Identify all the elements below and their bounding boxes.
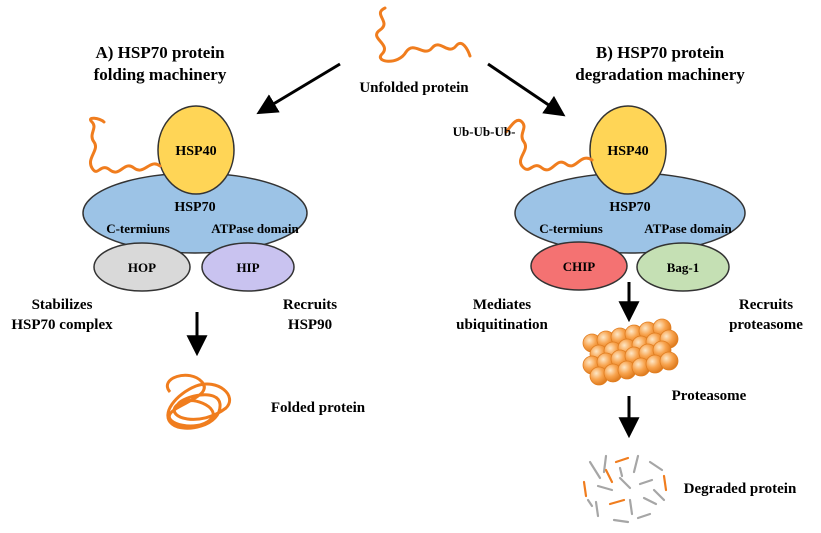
c-terminus-label: C-termiuns <box>106 221 170 236</box>
hsp70-label: HSP70 <box>174 200 215 215</box>
ubiquitinated-protein-strand <box>504 118 594 172</box>
peptide-fragment <box>628 498 634 516</box>
peptide-fragment <box>594 500 600 518</box>
hsp40-chaperone <box>589 105 667 195</box>
chip-cochaperone <box>530 241 628 291</box>
proteasome-label: Proteasome <box>672 388 747 404</box>
bag1-label: Bag-1 <box>667 260 700 275</box>
panel-b-left-note-2: ubiquitination <box>456 317 548 333</box>
panel-a-subtitle: folding machinery <box>94 65 227 84</box>
peptide-fragment <box>582 480 588 498</box>
peptide-fragment <box>632 454 640 474</box>
proteasome-subunit <box>659 351 679 371</box>
panel-b-left-note: Mediates <box>473 297 531 313</box>
chip-label: CHIP <box>563 259 596 274</box>
degraded-fragments <box>582 454 668 524</box>
peptide-fragment <box>662 474 668 492</box>
folded-protein <box>166 373 232 430</box>
degradation-complex: Ub-Ub-Ub- HSP40 HSP70 C-termiuns ATPase … <box>453 105 746 292</box>
unfolded-protein-strand <box>375 6 472 63</box>
proteasome-icon <box>582 318 679 386</box>
panel-a-title: A) HSP70 protein <box>95 43 225 62</box>
hsp40-label: HSP40 <box>175 144 216 159</box>
peptide-fragment <box>588 460 602 480</box>
hsp40-label: HSP40 <box>607 144 648 159</box>
ubiquitin-chain-label: Ub-Ub-Ub- <box>453 124 516 139</box>
peptide-fragment <box>604 468 614 484</box>
unfolded-protein-label: Unfolded protein <box>359 80 469 96</box>
peptide-fragment <box>608 498 626 506</box>
peptide-fragment <box>652 488 666 502</box>
peptide-fragment <box>642 496 658 506</box>
atpase-domain-label: ATPase domain <box>644 221 732 236</box>
hip-label: HIP <box>236 260 259 275</box>
peptide-fragment <box>586 498 594 508</box>
hsp40-chaperone <box>157 105 235 195</box>
hip-cochaperone <box>201 242 295 292</box>
bag1-cochaperone <box>636 242 730 292</box>
peptide-fragment <box>618 466 624 478</box>
arrow-to-folding <box>256 62 341 115</box>
hop-label: HOP <box>128 260 156 275</box>
hsp70-label: HSP70 <box>609 200 650 215</box>
panel-a-left-note: Stabilizes <box>32 297 93 313</box>
panel-a-left-note-2: HSP70 complex <box>11 317 113 333</box>
folding-complex: HSP40 HSP70 C-termiuns ATPase domain HOP… <box>82 105 308 292</box>
peptide-fragment <box>618 476 632 490</box>
peptide-fragment <box>614 456 630 464</box>
bound-protein-strand <box>89 116 162 174</box>
peptide-fragment <box>596 484 614 492</box>
panel-b-title: B) HSP70 protein <box>596 43 725 62</box>
degraded-protein-label: Degraded protein <box>684 481 797 497</box>
peptide-fragment <box>636 512 652 520</box>
peptide-fragment <box>648 460 664 472</box>
hop-cochaperone <box>93 242 191 292</box>
panel-a-right-note-2: HSP90 <box>288 317 332 333</box>
c-terminus-label: C-termiuns <box>539 221 603 236</box>
folded-protein-label: Folded protein <box>271 400 366 416</box>
peptide-fragment <box>638 478 654 486</box>
peptide-fragment <box>612 518 630 524</box>
peptide-fragment <box>602 454 608 474</box>
panel-b-subtitle: degradation machinery <box>575 65 745 84</box>
panel-a-right-note: Recruits <box>283 297 337 313</box>
atpase-domain-label: ATPase domain <box>211 221 299 236</box>
arrow-to-degradation <box>487 62 566 117</box>
panel-b-right-note-2: proteasome <box>729 317 803 333</box>
panel-b-right-note: Recruits <box>739 297 793 313</box>
